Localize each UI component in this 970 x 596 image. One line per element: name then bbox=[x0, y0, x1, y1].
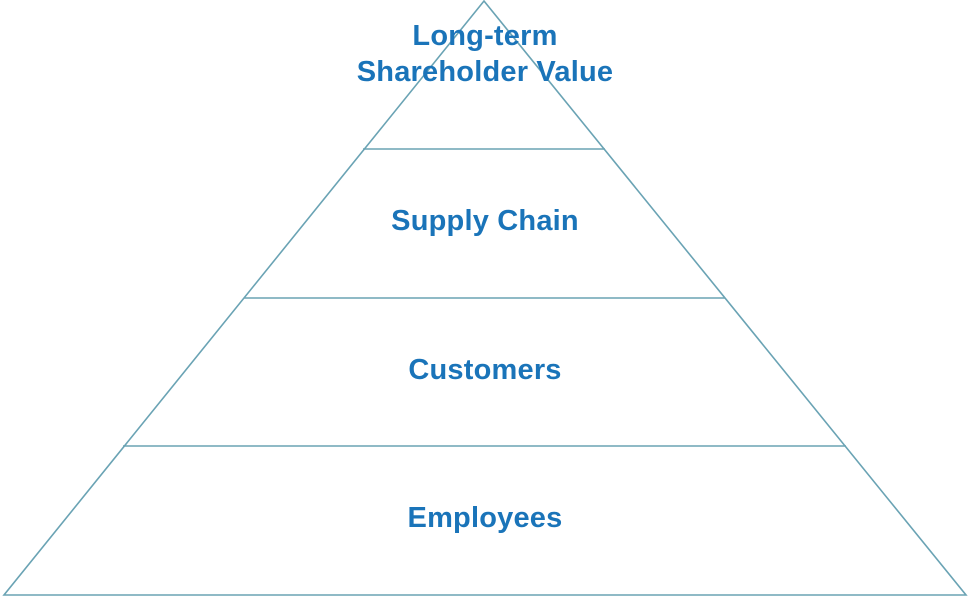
tier-label-supply-chain: Supply Chain bbox=[391, 205, 579, 237]
tier-label-long-term-shareholder-value: Long-term Shareholder Value bbox=[356, 20, 614, 88]
tier-label-employees: Employees bbox=[407, 502, 563, 534]
tier-label-customers: Customers bbox=[408, 354, 562, 386]
